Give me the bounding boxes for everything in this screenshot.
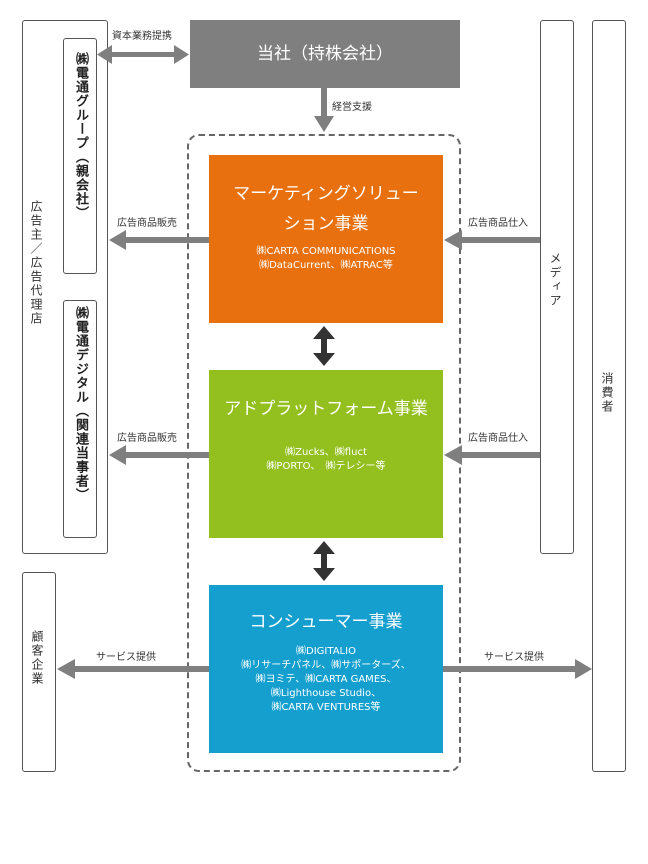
- holding-company-label: 当社（持株会社）: [257, 44, 393, 64]
- dentsu-group-box: [63, 38, 97, 274]
- marketing-companies-line2: ㈱DataCurrent、㈱ATRAC等: [259, 260, 393, 271]
- capital-alliance-label: 資本業務提携: [112, 31, 172, 42]
- dentsu-digital-label: ㈱電通デジタル（関連当事者）: [73, 306, 88, 502]
- consumer-companies-line2: ㈱リサーチパネル、㈱サポーターズ、: [241, 660, 411, 671]
- ad-purchase-label-2: 広告商品仕入: [468, 433, 528, 444]
- media-label: メディア: [548, 252, 562, 308]
- dentsu-group-label: ㈱電通グループ（親会社）: [73, 52, 88, 220]
- ad-purchase-arrow-2: [444, 445, 540, 465]
- ad-sales-arrow-2: [109, 445, 209, 465]
- ad-sales-arrow-1: [109, 230, 209, 250]
- ad-purchase-arrow-1: [444, 230, 540, 250]
- consumer-box: [592, 20, 626, 772]
- service-right-label: サービス提供: [484, 652, 544, 663]
- client-label: 顧客企業: [30, 630, 44, 686]
- adplatform-companies-line2: ㈱PORTO、 ㈱テレシー等: [266, 461, 386, 472]
- consumer-companies-line3: ㈱ヨミテ、㈱CARTA GAMES、: [255, 674, 397, 685]
- advertiser-label: 広告主／広告代理店: [29, 200, 43, 326]
- service-right-arrow: [443, 659, 592, 679]
- service-left-label: サービス提供: [96, 652, 156, 663]
- marketing-companies-line1: ㈱CARTA COMMUNICATIONS: [256, 246, 396, 257]
- management-support-label: 経営支援: [332, 102, 372, 113]
- holding-company-box: 当社（持株会社）: [190, 20, 460, 88]
- dentsu-digital-box: [63, 300, 97, 538]
- adplatform-title: アドプラットフォーム事業: [224, 399, 428, 419]
- media-box: [540, 20, 574, 554]
- ad-purchase-label-1: 広告商品仕入: [468, 218, 528, 229]
- consumer-companies-line5: ㈱CARTA VENTURES等: [271, 702, 381, 713]
- consumer-title: コンシューマー事業: [249, 612, 403, 632]
- segment-link-arrow-2: [313, 541, 335, 581]
- management-support-arrow: [314, 88, 334, 132]
- marketing-title-line1: マーケティングソリュー: [233, 184, 419, 204]
- adplatform-segment: アドプラットフォーム事業 ㈱Zucks、㈱fluct ㈱PORTO、 ㈱テレシー…: [209, 370, 443, 538]
- adplatform-companies-line1: ㈱Zucks、㈱fluct: [285, 447, 367, 458]
- ad-sales-label-2: 広告商品販売: [117, 433, 177, 444]
- marketing-segment: マーケティングソリュー ション事業 ㈱CARTA COMMUNICATIONS …: [209, 155, 443, 323]
- capital-alliance-arrow: [97, 45, 189, 64]
- consumer-label: 消費者: [600, 372, 614, 414]
- consumer-companies-line4: ㈱Lighthouse Studio、: [270, 688, 382, 699]
- consumer-segment: コンシューマー事業 ㈱DIGITALIO ㈱リサーチパネル、㈱サポーターズ、 ㈱…: [209, 585, 443, 753]
- marketing-title-line2: ション事業: [283, 214, 369, 234]
- client-box: [22, 572, 56, 772]
- service-left-arrow: [57, 659, 209, 679]
- ad-sales-label-1: 広告商品販売: [117, 218, 177, 229]
- consumer-companies-line1: ㈱DIGITALIO: [296, 646, 356, 657]
- segment-link-arrow-1: [313, 326, 335, 366]
